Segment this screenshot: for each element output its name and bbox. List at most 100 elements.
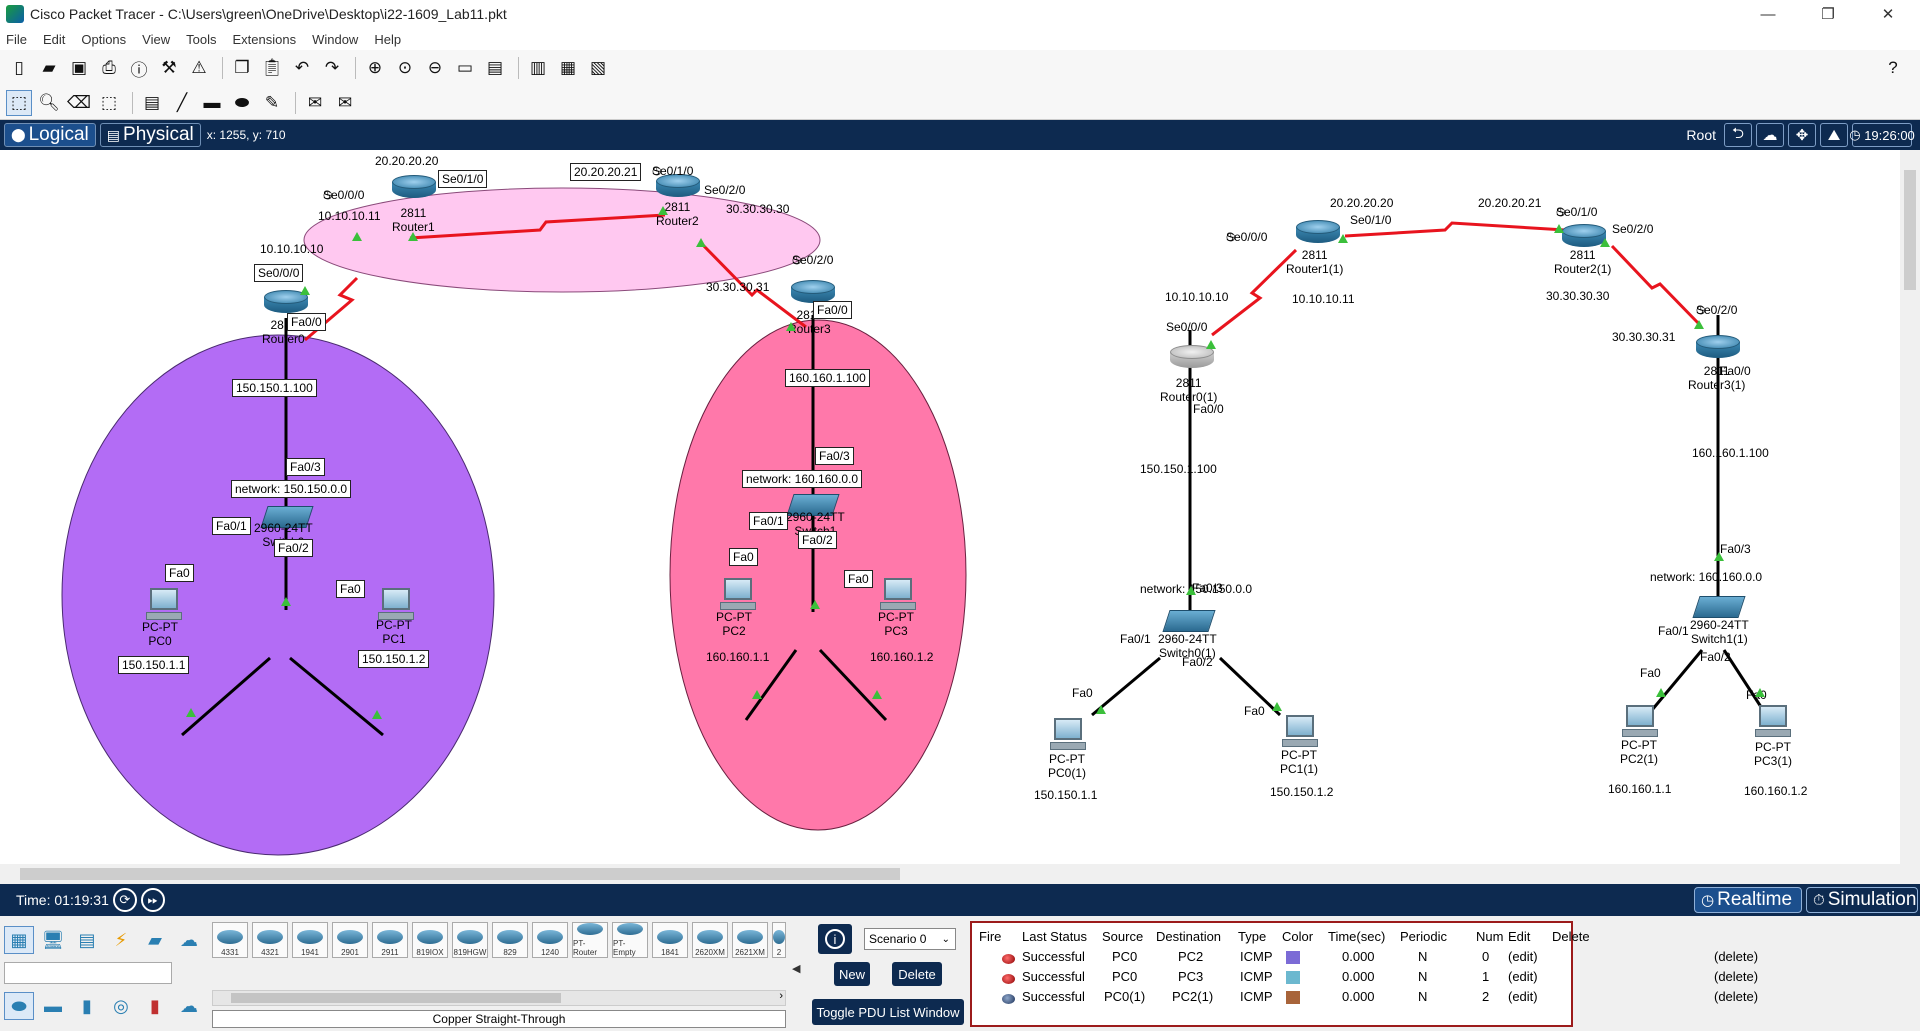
clock-display[interactable]: ◷ 19:26:00	[1849, 123, 1915, 147]
switch1-copy-icon[interactable]	[1692, 596, 1746, 618]
fire-pdu-button[interactable]	[1002, 974, 1015, 984]
copper-link-sw0-pc1[interactable]	[289, 656, 384, 737]
redo-icon[interactable]: ↷	[324, 58, 340, 77]
menu-help[interactable]: Help	[374, 31, 402, 47]
router3-copy-icon[interactable]	[1696, 335, 1740, 363]
inspect-icon[interactable]: 🔍︎	[38, 92, 60, 112]
menu-edit[interactable]: Edit	[42, 31, 66, 47]
zoom-out-icon[interactable]: ⊖	[427, 58, 443, 77]
close-button[interactable]: ✕	[1881, 6, 1895, 23]
multiuser-icon[interactable]: ☁	[180, 929, 198, 950]
pdu-edit-link[interactable]: (edit)	[1508, 969, 1538, 984]
activity-wizard-icon[interactable]: ⚠	[191, 58, 207, 77]
pc2-copy-icon[interactable]	[1622, 705, 1658, 739]
panel-collapse-icon[interactable]: ◀	[792, 963, 801, 975]
wireless-devices-icon[interactable]: ◎	[113, 995, 129, 1016]
copper-link-sw0-pc1-copy[interactable]	[1218, 656, 1282, 717]
connections-icon[interactable]: ⚡	[114, 929, 128, 950]
switch0-copy-icon[interactable]	[1162, 610, 1216, 632]
tab-physical[interactable]: ▤Physical	[99, 123, 201, 147]
scenario-select[interactable]: Scenario 0⌄	[864, 928, 956, 950]
miscellaneous-icon[interactable]: ▰	[148, 929, 162, 950]
info-icon[interactable]: ⓘ	[130, 60, 148, 80]
pc3-copy-icon[interactable]	[1755, 705, 1791, 739]
new-scenario-button[interactable]: New	[834, 962, 870, 986]
cloud-icon[interactable]: ☁	[1756, 123, 1784, 147]
custom-devices-icon[interactable]: ▤	[486, 58, 504, 77]
serial-link-r1-r2-copy[interactable]	[1344, 221, 1566, 238]
routers-icon[interactable]: ⬬	[4, 992, 34, 1020]
network-devices-icon[interactable]: ▦	[4, 926, 34, 954]
device-819hgw[interactable]: 819HGW	[452, 922, 488, 958]
device-scrollbar[interactable]: ›	[212, 990, 786, 1006]
pc1-icon[interactable]	[378, 588, 414, 622]
device-2620xm[interactable]: 2620XM	[692, 922, 728, 958]
fast-forward-icon[interactable]: ⏩︎	[140, 888, 165, 912]
zoom-reset-icon[interactable]: ⊙	[397, 58, 413, 77]
zoom-in-icon[interactable]: ⊕	[367, 58, 383, 77]
serial-link-r1-r2[interactable]	[409, 213, 666, 240]
device-1841[interactable]: 1841	[652, 922, 688, 958]
place-note-icon[interactable]: ▤	[143, 92, 161, 112]
cluster-icon[interactable]: ▥	[529, 58, 547, 77]
info-button[interactable]: i	[818, 924, 852, 954]
print-icon[interactable]: ⎙	[102, 58, 116, 77]
vertical-scrollbar[interactable]	[1900, 150, 1920, 864]
serial-link-r0-r1[interactable]	[304, 276, 359, 342]
menu-tools[interactable]: Tools	[186, 31, 217, 47]
back-icon[interactable]: ⮌	[1724, 123, 1752, 147]
freeform-icon[interactable]: ✎	[264, 92, 280, 112]
components-icon[interactable]: ▤	[78, 929, 96, 950]
restore-button[interactable]: ❐	[1821, 6, 1835, 23]
router1-icon[interactable]	[392, 175, 436, 203]
router2-copy-icon[interactable]	[1562, 224, 1606, 252]
device-829[interactable]: 829	[492, 922, 528, 958]
menu-extensions[interactable]: Extensions	[232, 31, 297, 47]
vertical-scroll-thumb[interactable]	[1904, 170, 1916, 290]
copper-link-sw0-pc0[interactable]	[181, 656, 271, 737]
switches-icon[interactable]: ▬	[44, 995, 62, 1016]
paste-icon[interactable]: 📋︎	[261, 58, 283, 77]
router2-icon[interactable]	[656, 174, 700, 202]
draw-rectangle-icon[interactable]: ▬	[203, 92, 221, 112]
simulation-mode-button[interactable]: ⏱Simulation	[1806, 887, 1918, 913]
device-1240[interactable]: 1240	[532, 922, 568, 958]
copy-icon[interactable]: ❐	[234, 58, 250, 77]
draw-line-icon[interactable]: ╱	[176, 92, 188, 112]
device-partial[interactable]: 2	[772, 922, 786, 958]
pdu-delete-link[interactable]: (delete)	[1714, 969, 1759, 984]
fire-pdu-button[interactable]	[1002, 994, 1015, 1004]
pc1-copy-icon[interactable]	[1282, 715, 1318, 749]
screenshot-icon[interactable]: ▧	[589, 58, 607, 77]
horizontal-scroll-thumb[interactable]	[20, 868, 900, 880]
realtime-mode-button[interactable]: ◷Realtime	[1694, 887, 1802, 913]
router0-copy-icon[interactable]	[1170, 345, 1214, 373]
pdu-edit-link[interactable]: (edit)	[1508, 949, 1538, 964]
toggle-pdu-list-button[interactable]: Toggle PDU List Window	[812, 999, 964, 1025]
undo-icon[interactable]: ↶	[294, 58, 310, 77]
device-4331[interactable]: 4331	[212, 922, 248, 958]
drawing-palette-icon[interactable]: ▭	[456, 58, 474, 77]
delete-tool-icon[interactable]: ⌫	[66, 92, 92, 112]
serial-link-r2-r3-copy[interactable]	[1610, 244, 1702, 327]
scroll-right-icon[interactable]: ›	[779, 990, 783, 1002]
horizontal-scrollbar[interactable]	[0, 864, 1920, 884]
security-icon[interactable]: ▮	[150, 995, 160, 1016]
add-simple-pdu-icon[interactable]: ✉	[307, 92, 323, 112]
serial-link-r2-r3[interactable]	[698, 240, 807, 329]
pdu-delete-link[interactable]: (delete)	[1714, 989, 1759, 1004]
device-2911[interactable]: 2911	[372, 922, 408, 958]
device-pt-empty[interactable]: PT-Empty	[612, 922, 648, 958]
copper-link-sw1-pc3[interactable]	[818, 648, 888, 722]
pc2-icon[interactable]	[720, 578, 756, 612]
add-complex-pdu-icon[interactable]: ✉	[337, 92, 353, 112]
delete-scenario-button[interactable]: Delete	[892, 962, 942, 986]
router3-icon[interactable]	[791, 280, 835, 308]
copper-link-sw1-pc3-copy[interactable]	[1722, 649, 1765, 711]
copper-link-sw1-pc2-copy[interactable]	[1650, 649, 1704, 711]
tab-logical[interactable]: ⬤Logical	[4, 123, 96, 147]
open-folder-icon[interactable]: ▰	[42, 58, 56, 77]
pdu-edit-link[interactable]: (edit)	[1508, 989, 1538, 1004]
menu-window[interactable]: Window	[312, 31, 359, 47]
menu-file[interactable]: File	[6, 31, 27, 47]
